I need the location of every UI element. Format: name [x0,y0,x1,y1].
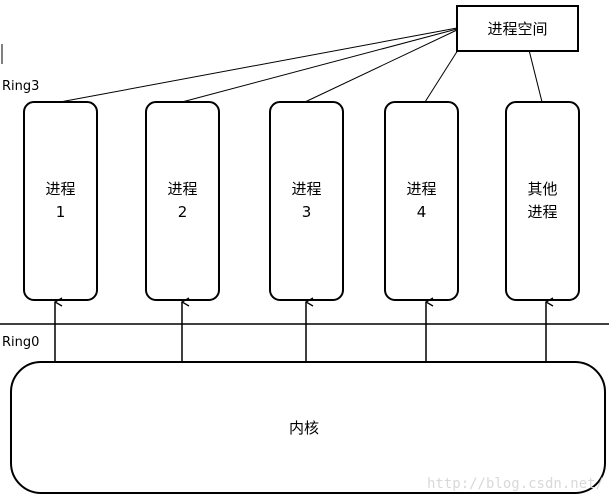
process-4-line1: 进程 [406,180,436,198]
connector-process-2 [181,28,458,103]
process-1-line1: 进程 [45,180,75,198]
process-2-line1: 进程 [167,180,197,198]
process-box-2: 进程 2 [145,101,220,301]
connector-other-process [528,49,543,103]
kernel-label: 内核 [289,419,319,437]
connector-process-1 [59,27,458,103]
connector-process-4 [424,49,459,103]
kernel-to-process-arrows [55,302,546,362]
ring0-label: Ring0 [2,335,39,350]
process-box-other: 其他 进程 [505,101,580,301]
process-3-line1: 进程 [291,180,321,198]
address-space-connectors [59,27,543,103]
address-space-label: 进程空间 [487,20,547,38]
process-3-line2: 3 [302,203,312,221]
process-4-line2: 4 [417,203,427,221]
process-box-4: 进程 4 [384,101,459,301]
address-space-box: 进程空间 [456,5,579,52]
process-other-line2: 进程 [527,203,557,221]
watermark: http://blog.csdn.net/ [427,476,604,492]
process-box-1: 进程 1 [23,101,98,301]
process-other-line1: 其他 [527,180,557,198]
kernel-box: 内核 [10,361,606,494]
process-2-line2: 2 [178,203,188,221]
ring3-label: Ring3 [2,79,39,94]
process-1-line2: 1 [56,203,66,221]
connector-process-3 [304,29,458,103]
process-box-3: 进程 3 [269,101,344,301]
